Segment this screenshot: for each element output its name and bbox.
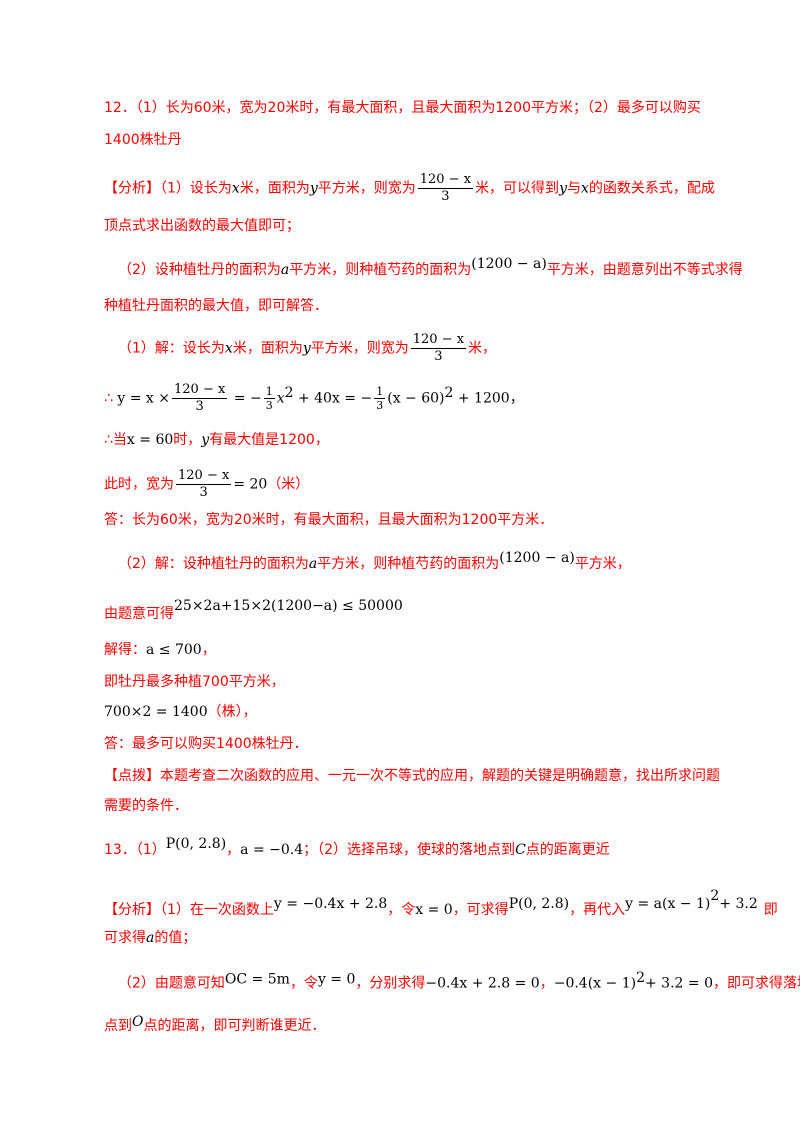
q12-analysis-line3: （2）设种植牡丹的面积为a平方米，则种植芍药的面积为(1200 − a)平方米，… [118, 256, 743, 278]
q12-analysis-line2: 顶点式求出函数的最大值即可； [104, 218, 300, 234]
point-label: 【点拨】 [104, 768, 160, 784]
q12-solution-line3: ∴当x = 60时，y有最大值是1200， [104, 432, 329, 448]
q12-solution-line11: 答：最多可以购买1400株牡丹． [104, 736, 308, 752]
q12-solution-line9: 即牡丹最多种植700平方米， [104, 674, 285, 690]
q12-solution-line6: （2）解：设种植牡丹的面积为a平方米，则种植芍药的面积为(1200 − a)平方… [118, 550, 631, 572]
q13-analysis-line3: （2）由题意可知OC = 5m，令y = 0，分别求得−0.4x + 2.8 =… [118, 970, 800, 992]
q13-answer-line: 13．（1）P(0, 2.8)，a = −0.4；（2）选择吊球，使球的落地点到… [104, 836, 610, 858]
q12-solution-line7: 由题意可得25×2a+15×2(1200−a) ≤ 50000 [104, 598, 403, 622]
q13-analysis-line4: 点到O点的距离，即可判断谁更近． [104, 1014, 326, 1034]
q12-answer-line1: 12．（1）长为60米，宽为20米时，有最大面积，且最大面积为1200平方米；（… [104, 100, 701, 116]
q12-answer-line2: 1400株牡丹 [104, 132, 182, 148]
q12-point-line1: 【点拨】本题考查二次函数的应用、一元一次不等式的应用，解题的关键是明确题意，找出… [104, 768, 720, 784]
q12-solution-line5: 答：长为60米，宽为20米时，有最大面积，且最大面积为1200平方米． [104, 512, 554, 528]
q12-solution-line8: 解得：a ≤ 700， [104, 642, 216, 658]
q13-analysis-line1: 【分析】（1）在一次函数上y = −0.4x + 2.8，令x = 0，可求得P… [104, 888, 778, 918]
analysis-label: 【分析】 [104, 180, 160, 197]
q13-analysis-line2: 可求得a的值； [104, 930, 197, 946]
analysis-label-13: 【分析】 [104, 902, 160, 918]
q12-analysis-line4: 种植牡丹面积的最大值，即可解答． [104, 298, 328, 314]
q12-solution-line10: 700×2 = 1400（株）， [104, 704, 257, 720]
q12-point-line2: 需要的条件． [104, 798, 188, 814]
